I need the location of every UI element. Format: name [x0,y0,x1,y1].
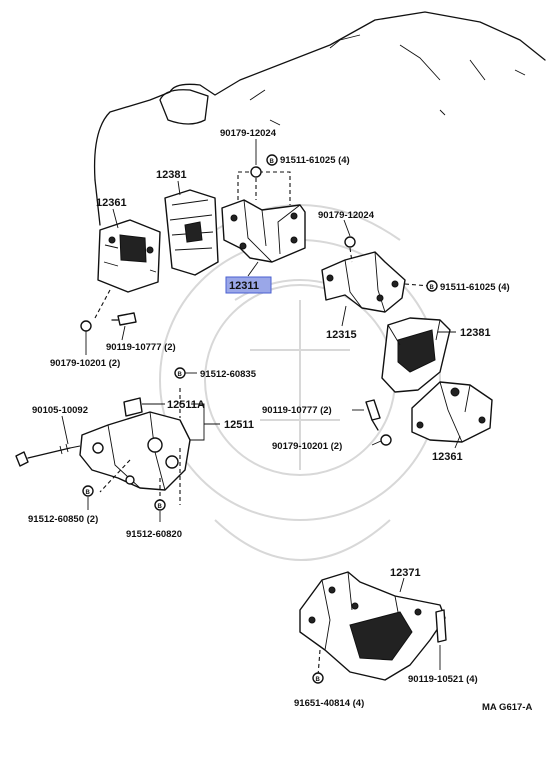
label-90179-10201-left[interactable]: 90179-10201 (2) [50,358,120,369]
label-91512-60820[interactable]: 91512-60820 [126,529,182,540]
label-12315[interactable]: 12315 [326,329,357,341]
bolt-nut-right [365,399,392,446]
label-90179-10201-right[interactable]: 90179-10201 (2) [272,441,342,452]
bolt-symbols: B B B B B B [82,154,438,684]
label-91512-60835[interactable]: 91512-60835 [200,369,257,380]
part-labels: 12381 12361 90179-12024 91511-61025 (4) … [28,128,532,713]
label-12511A[interactable]: 12511A [167,399,205,411]
label-12381-right[interactable]: 12381 [460,327,491,339]
label-90179-12024-top[interactable]: 90179-12024 [220,128,277,139]
label-90119-10521[interactable]: 90119-10521 (4) [408,674,478,685]
svg-text:B: B [158,504,163,510]
mount-12361-right [411,381,493,443]
label-12381-left[interactable]: 12381 [156,169,187,181]
bracket-12311 [221,166,306,263]
bracket-12511 [79,388,191,505]
svg-text:B: B [316,677,321,683]
svg-text:B: B [430,285,435,291]
long-bolt [15,443,81,467]
label-90119-10777-right[interactable]: 90119-10777 (2) [262,405,332,416]
label-91651-40814[interactable]: 91651-40814 (4) [294,698,364,709]
highlight-12311 [225,276,272,294]
mount-12371 [299,571,447,681]
label-12311[interactable]: 12311 [229,280,259,292]
svg-text:B: B [178,372,183,378]
bolt-nut-left [80,312,137,332]
label-91511-61025-top[interactable]: 91511-61025 (4) [280,155,350,166]
label-91511-61025-right[interactable]: 91511-61025 (4) [440,282,510,293]
label-12361-right[interactable]: 12361 [432,451,463,463]
label-12371[interactable]: 12371 [390,567,421,579]
leader-lines [61,139,461,670]
label-90105-10092[interactable]: 90105-10092 [32,405,88,416]
label-12511[interactable]: 12511 [224,419,254,431]
label-12361-left[interactable]: 12361 [96,197,127,209]
figure-code: MA G617-A [482,702,532,713]
bracket-12315 [321,236,431,313]
label-91512-60850[interactable]: 91512-60850 (2) [28,514,98,525]
label-90119-10777-left[interactable]: 90119-10777 (2) [106,342,176,353]
svg-text:B: B [86,490,91,496]
label-90179-12024-right[interactable]: 90179-12024 [318,210,375,221]
mount-12361-left [94,219,161,319]
insulator-12381-right [381,317,451,393]
svg-text:B: B [270,159,275,165]
insulator-12381-left [164,189,219,276]
engine-block-outline [93,11,546,226]
